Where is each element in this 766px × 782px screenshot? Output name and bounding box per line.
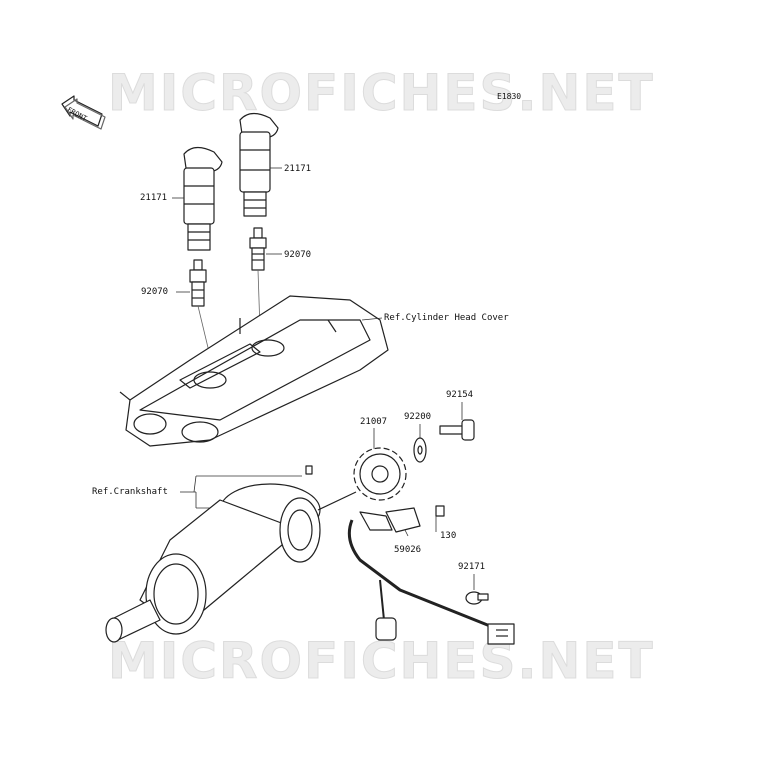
label-sensor-bolt: 130: [440, 531, 457, 541]
label-bolt: 92154: [446, 390, 474, 400]
timing-rotor-icon: [353, 447, 407, 501]
label-pickup-sensor: 59026: [394, 545, 422, 555]
bolt-icon: [439, 419, 475, 441]
watermark-top: MICROFICHES.NET: [108, 64, 655, 123]
label-cylinder-head-cover: Ref.Cylinder Head Cover: [384, 313, 509, 323]
wiring-harness-icon: [347, 519, 515, 645]
label-plug-right: 92070: [284, 250, 312, 260]
label-coil-right: 21171: [284, 164, 312, 174]
ignition-coil-left-icon: [183, 146, 223, 251]
clamp-icon: [465, 591, 489, 605]
label-washer: 92200: [404, 412, 432, 422]
label-rotor: 21007: [360, 417, 388, 427]
spark-plug-left-icon: [189, 259, 211, 357]
diagram-code: E1830: [497, 92, 522, 101]
watermark-bottom: MICROFICHES.NET: [108, 632, 655, 691]
label-crankshaft: Ref.Crankshaft: [92, 487, 168, 497]
cylinder-head-cover-icon: [119, 295, 389, 447]
label-coil-left: 21171: [140, 193, 168, 203]
front-arrow-icon: [61, 95, 106, 130]
label-clamp: 92171: [458, 562, 486, 572]
label-plug-left: 92070: [141, 287, 169, 297]
crankshaft-icon: [105, 465, 357, 643]
pickup-sensor-icon: [359, 505, 445, 533]
washer-icon: [413, 437, 427, 463]
ignition-coil-right-icon: [239, 112, 279, 217]
